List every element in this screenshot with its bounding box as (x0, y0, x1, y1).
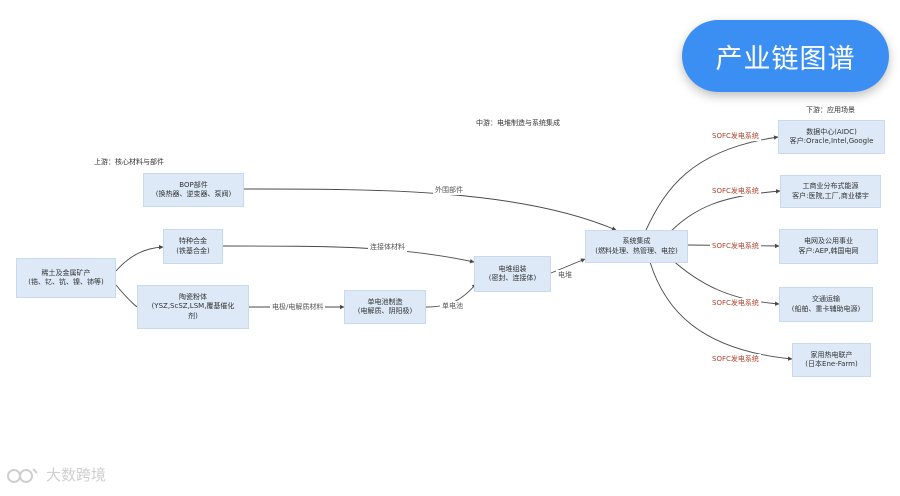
node-bop-parts: BOP部件 (换热器、逆变器、泵阀) (143, 173, 244, 207)
edge-label-sofc-4: SOFC发电系统 (710, 298, 761, 308)
edge-label-sofc-3: SOFC发电系统 (710, 241, 761, 251)
edge-system-to-industrial (669, 189, 781, 233)
edge-rare-earth-to-alloy (115, 244, 164, 272)
edge-label-single-cell: 单电池 (440, 301, 465, 311)
edge-alloy-to-stack (222, 245, 475, 264)
node-rare-earth-minerals: 稀土及金属矿产 (锆、钇、钪、镍、铈等) (16, 258, 116, 298)
node-special-alloy: 特种合金 (铁基合金) (163, 229, 223, 264)
node-grid-utilities: 电网及公用事业 客户:AEP,韩国电网 (779, 229, 878, 264)
edge-label-connector-material: 连接体材料 (368, 242, 407, 252)
edge-label-peripheral-parts: 外围部件 (433, 185, 465, 195)
node-ceramic-powder: 陶瓷粉体 (YSZ,ScSZ,LSM,覆基催化 剂) (137, 285, 249, 329)
stage-downstream-label: 下游：应用场景 (806, 106, 855, 114)
stage-midstream-label: 中游：电堆制造与系统集成 (476, 119, 560, 127)
watermark-logo-icon (7, 467, 38, 483)
page-title: 产业链图谱 (682, 20, 889, 92)
edge-system-to-datacenter (645, 135, 779, 231)
edge-bop-to-system (243, 188, 617, 231)
edge-label-sofc-2: SOFC发电系统 (710, 186, 761, 196)
node-system-integration: 系统集成 (燃料处理、热管理、电控) (585, 230, 688, 263)
node-transportation: 交通运输 (船舶、重卡辅助电源) (779, 287, 873, 322)
edge-system-to-transport (669, 257, 780, 306)
node-household-chp: 家用热电联产 (日本Ene-Farm) (792, 343, 871, 377)
node-data-center: 数据中心(AIDC) 客户:Oracle,Intel,Google (778, 120, 885, 154)
edge-system-to-household (649, 261, 793, 361)
node-single-cell-manufacturing: 单电池制造 (电解质、阴阳极) (344, 290, 426, 324)
edge-label-sofc-1: SOFC发电系统 (710, 131, 761, 141)
watermark-text: 大数跨境 (46, 466, 107, 484)
edge-label-electrode-electrolyte: 电极/电解质材料 (270, 302, 326, 312)
edge-label-stack: 电堆 (556, 270, 574, 280)
node-stack-assembly: 电堆组装 (密封、连接体) (474, 256, 551, 292)
watermark: 大数跨境 (6, 464, 106, 485)
stage-upstream-label: 上游：核心材料与部件 (94, 158, 164, 166)
edge-rare-earth-to-ceramic (115, 284, 142, 311)
node-industrial-distributed-energy: 工商业分布式能源 客户:医院,工厂,商业楼宇 (780, 175, 881, 208)
edge-label-sofc-5: SOFC发电系统 (710, 354, 761, 364)
